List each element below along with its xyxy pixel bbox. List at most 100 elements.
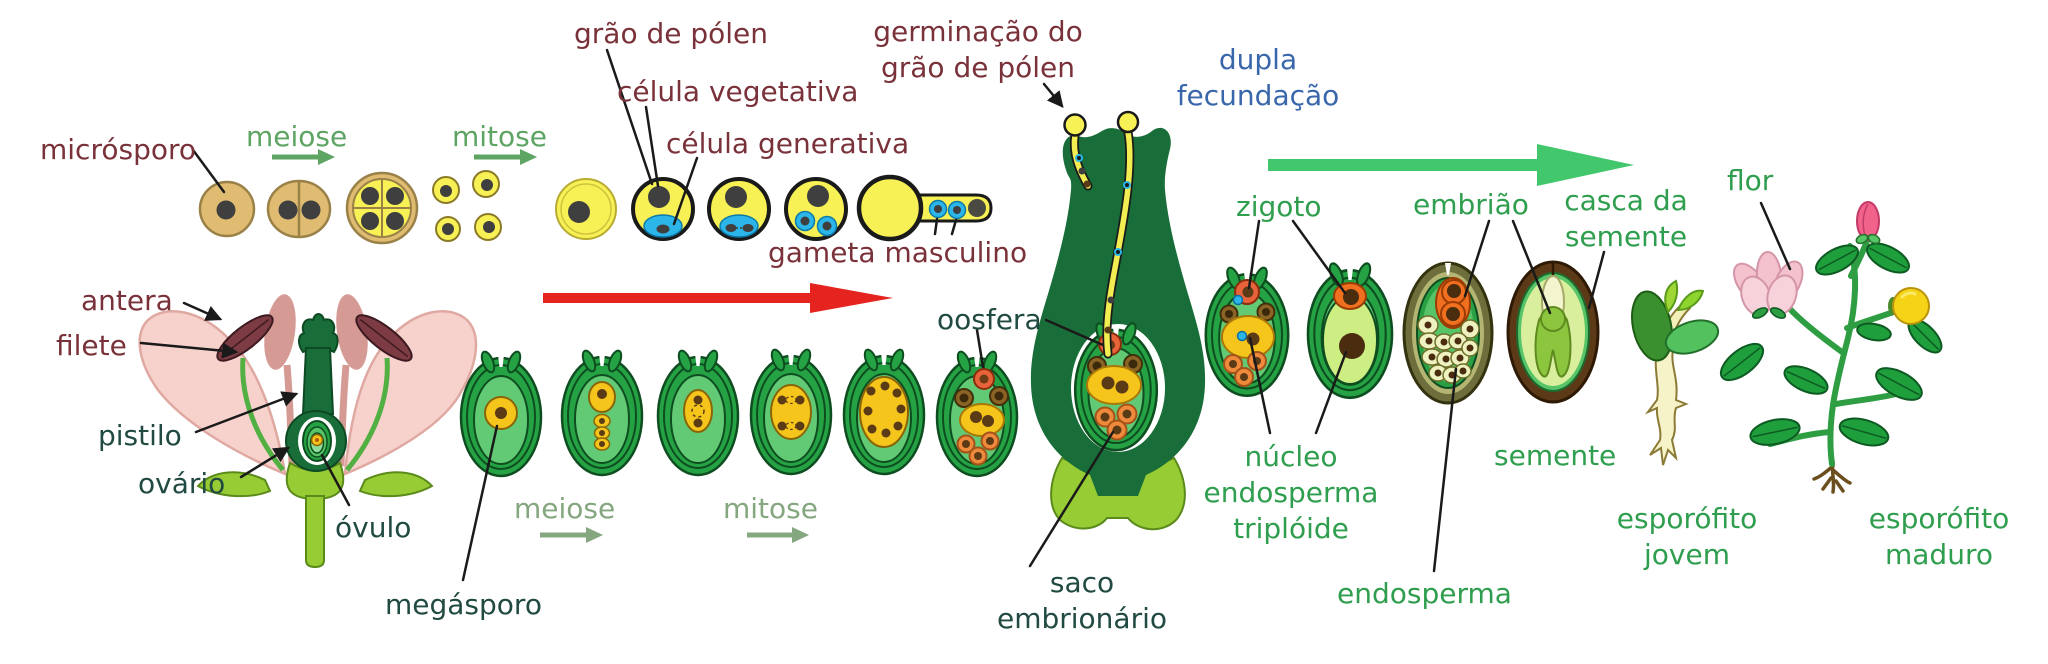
red-arrow xyxy=(543,283,893,313)
line-endosperma xyxy=(1432,367,1458,573)
line-gameta-2 xyxy=(950,218,958,236)
line-flor xyxy=(1759,201,1792,271)
pollen-tube-left xyxy=(1069,130,1093,191)
label-nucleo-endosperma: núcleo endosperma triplóide xyxy=(1203,440,1379,545)
microspore-sequence xyxy=(198,170,502,245)
stigma-pollen-grain-left xyxy=(1063,113,1087,137)
arrow-filete xyxy=(139,341,239,359)
meiose-arrow-top xyxy=(272,149,335,165)
arrow-pistilo xyxy=(194,391,299,434)
zygote-ovules xyxy=(1204,260,1394,400)
ovule-two-nuclei xyxy=(656,347,740,477)
line-celula-vegetativa xyxy=(644,105,660,188)
ovule-development xyxy=(459,346,1019,478)
stigma-pollen-grain-right xyxy=(1116,110,1140,134)
label-grao-de-polen: grão de pólen xyxy=(574,17,769,50)
cotyledon-right xyxy=(1664,319,1720,355)
embryo xyxy=(1435,277,1471,329)
mitose-arrow-top xyxy=(474,149,537,165)
line-oosfera-1 xyxy=(975,328,985,369)
line-nucleo-1 xyxy=(1248,336,1272,435)
label-mitose-bottom: mitose xyxy=(723,492,818,525)
young-pollen xyxy=(555,178,617,240)
label-celula-vegetativa: célula vegetativa xyxy=(617,75,859,108)
pollen-tube-right xyxy=(1102,127,1135,359)
label-esporofito-maduro: esporófito maduro xyxy=(1868,502,2010,571)
label-meiose-top: meiose xyxy=(246,120,348,153)
first-leaf-left xyxy=(1664,279,1679,314)
first-leaf-right xyxy=(1676,289,1705,312)
label-esporofito-jovem: esporófito jovem xyxy=(1616,502,1758,571)
label-oosfera: oosfera xyxy=(937,303,1042,336)
label-pistilo: pistilo xyxy=(98,419,182,452)
ovule-double-fertilization xyxy=(1204,264,1290,398)
arrow-ovario xyxy=(239,446,291,479)
label-saco-embrionario: saco embrionário xyxy=(996,566,1168,635)
tetrad-stage xyxy=(345,171,419,245)
pollen-two-gametes xyxy=(784,177,848,241)
ovule-in-ovary xyxy=(302,420,332,462)
germinating-pollen xyxy=(856,174,993,242)
stamen-right xyxy=(345,314,413,472)
label-semente: semente xyxy=(1494,439,1617,472)
line-grao-de-polen xyxy=(605,48,654,186)
line-microsporo xyxy=(191,148,226,194)
free-microspores xyxy=(432,170,502,242)
label-ovario: ovário xyxy=(138,467,226,500)
line-casca xyxy=(1587,250,1606,310)
label-germinacao: germinação do grão de pólen xyxy=(873,15,1083,84)
line-saco-embrionario xyxy=(1028,430,1115,568)
label-casca-da-semente: casca da semente xyxy=(1564,184,1688,253)
pistil xyxy=(285,313,347,472)
root xyxy=(1644,346,1689,466)
fruit xyxy=(1888,287,1930,325)
label-antera: antera xyxy=(81,284,173,317)
label-zigoto: zigoto xyxy=(1236,190,1322,223)
receptacle-and-stem xyxy=(196,461,434,569)
pollen-grain xyxy=(631,177,695,241)
cotyledon-left xyxy=(1631,290,1673,362)
label-celula-generativa: célula generativa xyxy=(666,127,910,160)
label-mitose-top: mitose xyxy=(452,120,547,153)
line-zigoto-1 xyxy=(1247,219,1261,290)
ovule-zygote xyxy=(1306,260,1394,400)
endosperm-seed xyxy=(1402,261,1494,405)
label-dupla-fecundacao: dupla fecundação xyxy=(1176,43,1340,112)
label-gameta-masculino: gameta masculino xyxy=(768,236,1028,269)
endosperm-cells xyxy=(1417,315,1480,384)
line-megasporo xyxy=(461,424,499,582)
mitose-arrow-bottom xyxy=(747,527,809,543)
mature-plant xyxy=(1719,201,1943,494)
arrow-antera xyxy=(182,301,223,321)
label-embriao: embrião xyxy=(1413,188,1529,221)
line-nucleo-2 xyxy=(1314,350,1348,435)
ovule-embryo-sac xyxy=(935,348,1019,478)
label-microsporo: micrósporo xyxy=(40,133,196,166)
label-filete: filete xyxy=(56,329,127,362)
line-gameta-1 xyxy=(933,217,939,236)
seedling xyxy=(1631,279,1720,466)
green-arrow xyxy=(1268,144,1634,186)
label-flor: flor xyxy=(1727,164,1774,197)
line-embriao-1 xyxy=(1463,219,1491,298)
label-endosperma: endosperma xyxy=(1337,577,1512,610)
open-flower xyxy=(1733,251,1804,319)
label-connectors xyxy=(139,48,1792,582)
label-megasporo: megásporo xyxy=(385,588,542,621)
ovule-eight-nuclei xyxy=(842,346,926,476)
arrow-germinacao xyxy=(1042,82,1064,108)
petal-right xyxy=(343,310,478,476)
line-zigoto-2 xyxy=(1291,219,1347,295)
ovule-four-nuclei xyxy=(749,346,833,476)
petal-left xyxy=(138,310,287,477)
label-meiose-bottom: meiose xyxy=(514,492,616,525)
line-embriao-2 xyxy=(1511,219,1552,315)
microspore-cell xyxy=(198,180,256,238)
leaves xyxy=(1719,242,1943,447)
pollen-generative-dividing xyxy=(707,177,771,241)
ovule-meiosis-products xyxy=(560,347,644,477)
label-ovulo: óvulo xyxy=(335,511,412,544)
line-celula-generativa xyxy=(672,156,699,226)
